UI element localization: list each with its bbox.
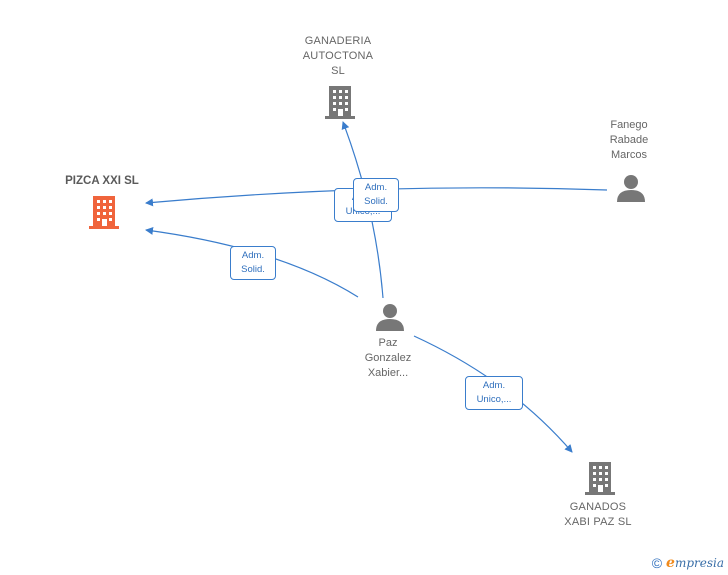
edge-label-fanego-pizca[interactable]: Adm. Solid. [353, 178, 399, 212]
edge-label-line: Solid. [241, 264, 265, 275]
edge-label-line: Unico,... [476, 394, 512, 405]
edge-label-line: Adm. [482, 380, 506, 391]
node-label-fanego[interactable]: Fanego Rabade Marcos [609, 119, 649, 161]
node-label-ganados[interactable]: GANADOS XABI PAZ SL [564, 501, 632, 528]
building-icon-highlighted[interactable] [88, 194, 120, 235]
building-icon[interactable] [584, 460, 616, 501]
node-label-paz[interactable]: Paz Gonzalez Xabier... [364, 337, 412, 379]
edge-label-line: Adm. [364, 182, 388, 193]
edge-label-paz-pizca[interactable]: Adm. Solid. [230, 246, 276, 280]
edge-label-line: Solid. [364, 196, 388, 207]
building-icon[interactable] [324, 84, 356, 125]
person-icon[interactable] [375, 301, 405, 336]
copyright-symbol: © [651, 555, 663, 571]
person-icon[interactable] [616, 172, 646, 207]
node-label-pizca[interactable]: PIZCA XXI SL [65, 175, 139, 187]
edge-label-paz-ganados[interactable]: Adm. Unico,... [465, 376, 523, 410]
footer-brand: © empresia [652, 555, 724, 571]
edge-label-line: Adm. [241, 250, 265, 261]
node-label-ganaderia[interactable]: GANADERIA AUTOCTONA SL [302, 35, 374, 77]
brand-logo[interactable]: empresia [666, 555, 724, 571]
